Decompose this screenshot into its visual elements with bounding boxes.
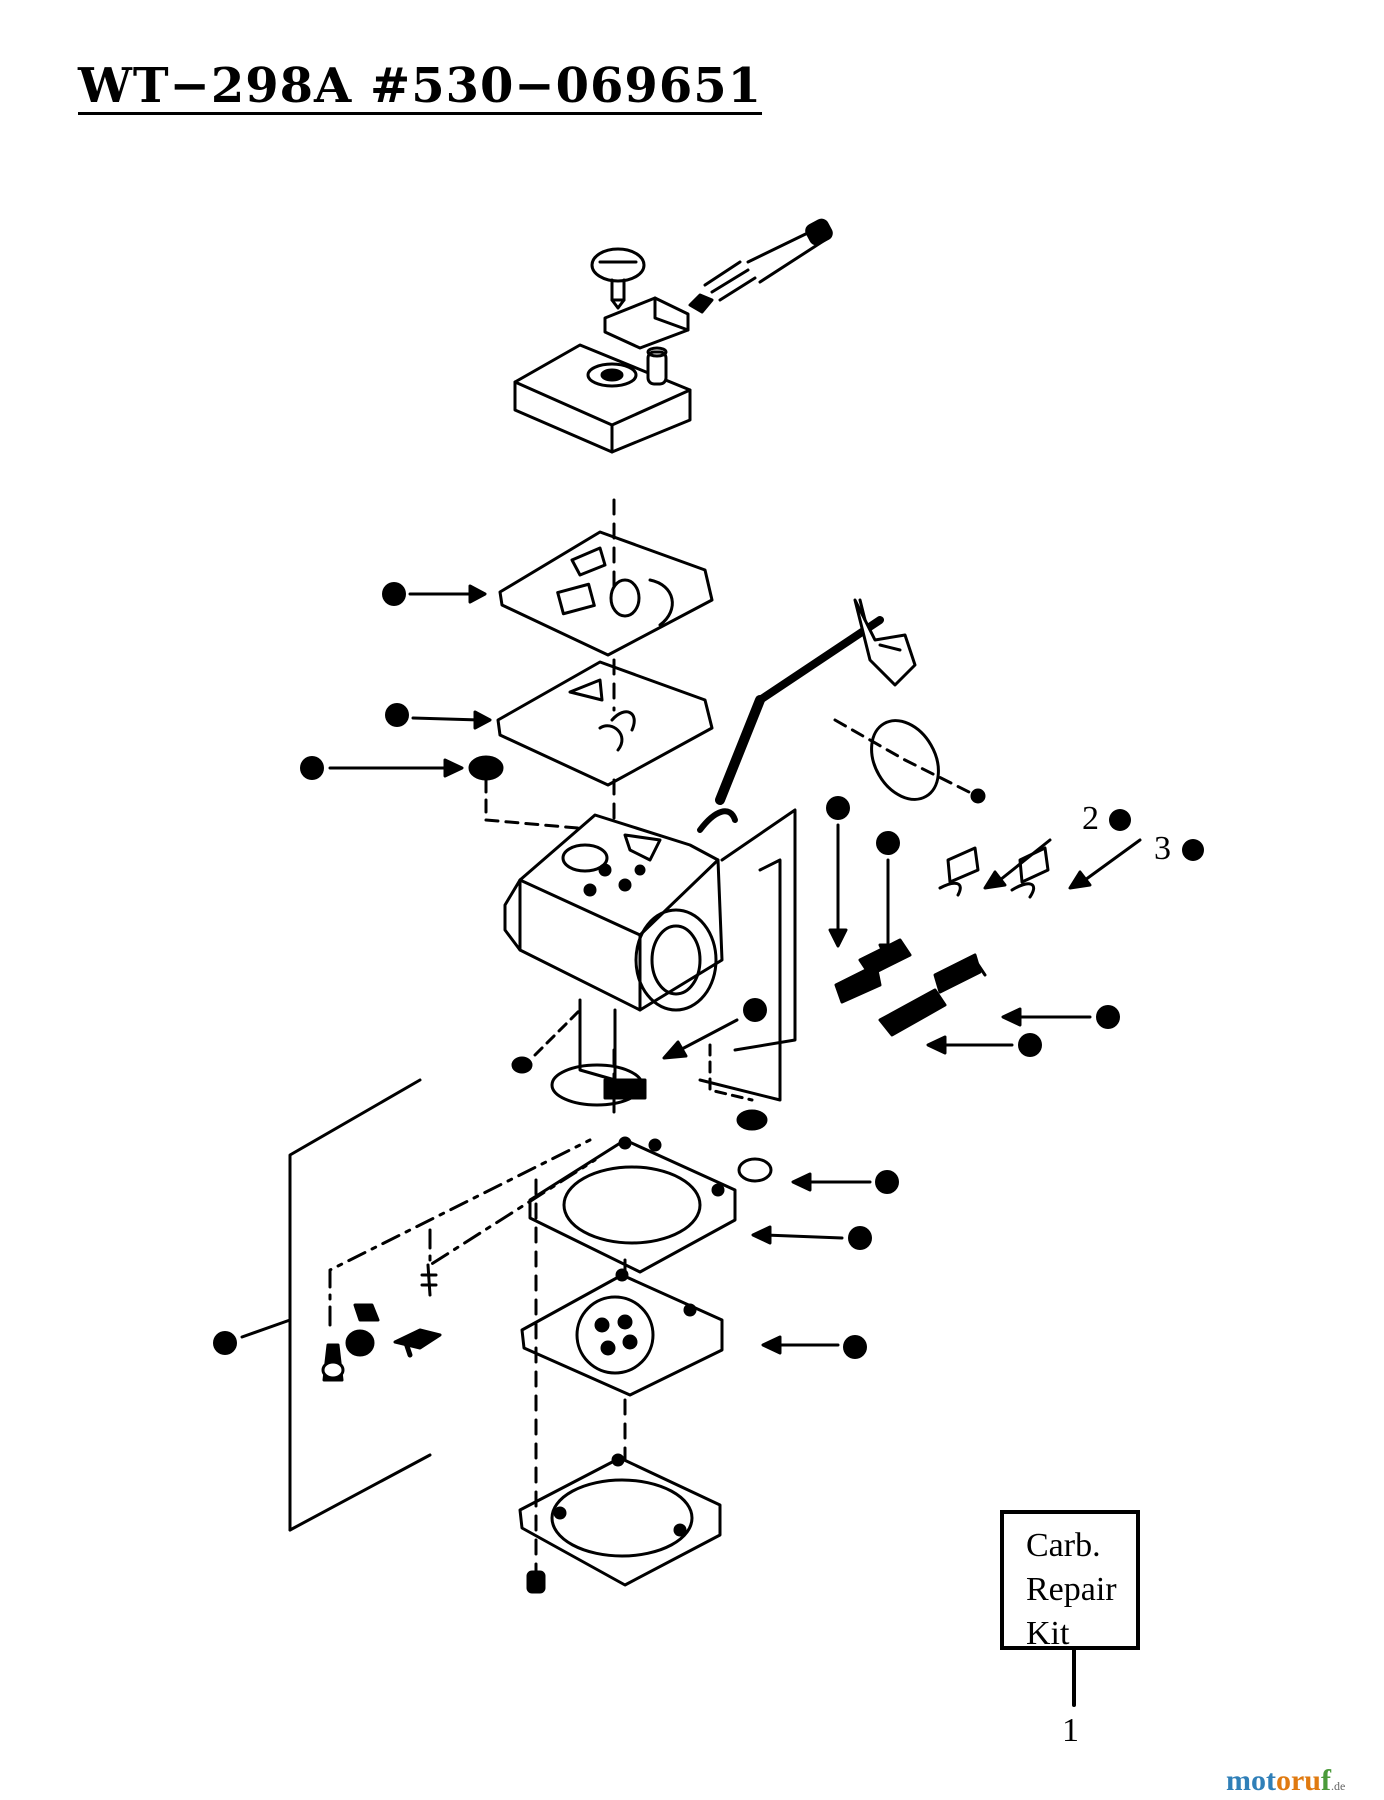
arrows [240, 584, 1142, 1355]
bottom-cover [518, 1453, 722, 1594]
callout-3: 3 [1154, 830, 1171, 867]
fuel-passage [511, 998, 647, 1107]
kit-line-3: Kit [1026, 1615, 1070, 1650]
needle-valve-parts-bracket [288, 1078, 597, 1532]
carb-repair-kit-box: Carb. Repair Kit [1000, 1510, 1140, 1650]
kit-part-markers [213, 582, 1204, 1359]
jet-assemblies [834, 846, 1050, 1037]
kit-line-1: Carb. [1026, 1527, 1101, 1564]
metering-gasket [498, 530, 714, 657]
callout-2: 2 [1082, 800, 1099, 837]
diagram-title: WT−298A #530−069651 [78, 58, 763, 114]
washer-small [736, 1109, 768, 1131]
metering-diaphragm [496, 660, 714, 787]
washer [468, 755, 504, 781]
carburetor-body [503, 598, 986, 1102]
watermark-logo: motoruf.de [1226, 1764, 1346, 1797]
kit-line-2: Repair [1026, 1571, 1117, 1608]
kit-ref-number: 1 [1062, 1712, 1079, 1749]
pump-gasket [528, 1136, 737, 1274]
top-cover-assembly [513, 218, 833, 454]
pump-diaphragm [520, 1268, 724, 1397]
